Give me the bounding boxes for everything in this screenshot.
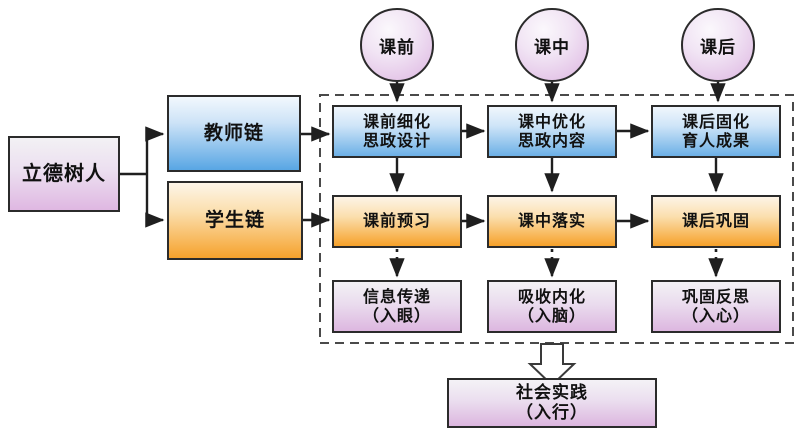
node-student-after-label: 课后巩固 [681,211,750,231]
node-student-after[interactable]: 课后巩固 [651,195,781,248]
node-teacher-before-line1: 课前细化 [362,111,431,131]
node-social-practice-line2: （入行） [516,403,588,423]
node-student-before-label: 课前预习 [362,211,431,231]
node-teacher-after-line2: 育人成果 [681,130,750,150]
node-teacher-during[interactable]: 课中优化 思政内容 [487,105,617,158]
node-outcome-eye[interactable]: 信息传递 （入眼） [332,280,462,333]
node-outcome-heart[interactable]: 巩固反思 （入心） [651,280,781,333]
node-teacher-chain[interactable]: 教师链 [167,95,301,172]
node-root[interactable]: 立德树人 [8,136,120,212]
node-social-practice[interactable]: 社会实践 （入行） [447,378,657,428]
node-student-before[interactable]: 课前预习 [332,195,462,248]
node-teacher-after-line1: 课后固化 [681,111,750,131]
node-outcome-brain-line2: （入脑） [517,305,586,325]
node-teacher-during-line2: 思政内容 [517,130,586,150]
node-outcome-brain-line1: 吸收内化 [517,286,586,306]
node-student-chain[interactable]: 学生链 [167,181,303,260]
node-teacher-before-line2: 思政设计 [362,130,431,150]
node-outcome-heart-line1: 巩固反思 [681,286,750,306]
circle-during-class-label: 课中 [534,37,570,58]
node-outcome-brain[interactable]: 吸收内化 （入脑） [487,280,617,333]
circle-after-class[interactable]: 课后 [681,8,755,82]
node-teacher-chain-label: 教师链 [203,122,264,145]
block-arrow-to-practice [527,343,577,387]
node-teacher-during-line1: 课中优化 [517,111,586,131]
node-outcome-eye-line2: （入眼） [362,305,431,325]
circle-after-class-label: 课后 [700,37,736,58]
node-outcome-eye-line1: 信息传递 [362,286,431,306]
circle-before-class-label: 课前 [379,37,415,58]
circle-during-class[interactable]: 课中 [515,8,589,82]
node-student-chain-label: 学生链 [204,209,265,232]
node-teacher-before[interactable]: 课前细化 思政设计 [332,105,462,158]
node-social-practice-line1: 社会实践 [516,382,588,403]
node-teacher-after[interactable]: 课后固化 育人成果 [651,105,781,158]
node-root-label: 立德树人 [22,161,106,186]
node-outcome-heart-line2: （入心） [681,305,750,325]
node-student-during[interactable]: 课中落实 [487,195,617,248]
circle-before-class[interactable]: 课前 [360,8,434,82]
node-student-during-label: 课中落实 [517,211,586,231]
